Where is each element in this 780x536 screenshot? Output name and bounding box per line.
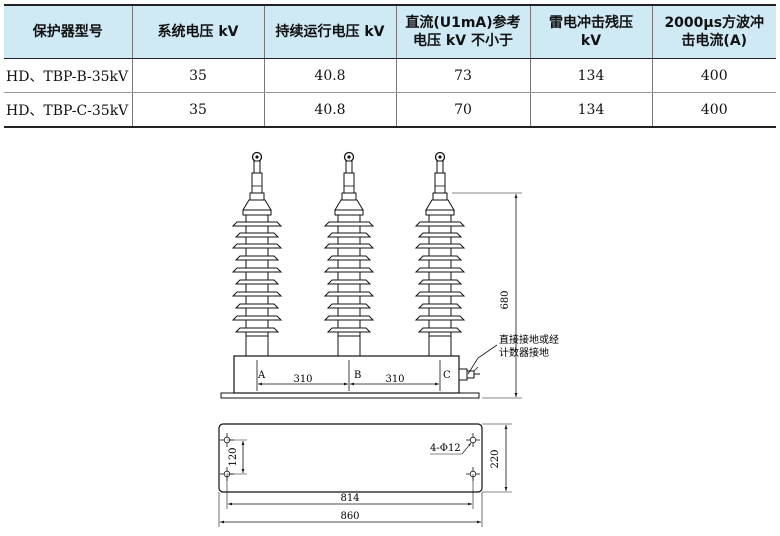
cell-continuous-voltage: 40.8 (263, 58, 396, 93)
phase-label-b: B (354, 370, 361, 381)
table-header-row: 保护器型号 系统电压 kV 持续运行电压 kV 直流(U1mA)参考电压 kV … (4, 4, 776, 59)
cell-system-voltage: 35 (131, 58, 264, 93)
dimension-a-b: 310 (293, 374, 312, 385)
cell-continuous-voltage: 40.8 (263, 92, 396, 128)
cell-dc-reference: 70 (395, 92, 530, 128)
phase-label-a: A (257, 370, 266, 381)
mounting-holes (220, 433, 480, 481)
ground-note-line2: 计数器接地 (499, 346, 549, 359)
inner-height-dimension: 120 (228, 447, 239, 466)
phase-label-c: C (443, 370, 451, 381)
base-plate (220, 392, 480, 399)
outer-height-dimension: 220 (490, 449, 501, 468)
ground-terminal (458, 368, 468, 381)
spec-table: 保护器型号 系统电压 kV 持续运行电压 kV 直流(U1mA)参考电压 kV … (4, 4, 776, 128)
header-square-wave-current: 2000μs方波冲击电流(A) (651, 4, 776, 59)
insulator-a (232, 151, 282, 357)
base-plan-view (218, 423, 483, 493)
header-dc-reference-voltage: 直流(U1mA)参考电压 kV 不小于 (395, 4, 530, 59)
header-model: 保护器型号 (4, 4, 132, 59)
cell-square-wave-current: 400 (651, 58, 776, 93)
header-system-voltage: 系统电压 kV (131, 4, 264, 59)
dimension-b-c: 310 (385, 374, 404, 385)
header-continuous-voltage: 持续运行电压 kV (263, 4, 396, 59)
ground-note-line1: 直接接地或经 (499, 333, 559, 346)
cell-model: HD、TBP-C-35kV (4, 92, 132, 128)
table-row: HD、TBP-C-35kV 35 40.8 70 134 400 (4, 92, 776, 128)
table-row: HD、TBP-B-35kV 35 40.8 73 134 400 (4, 58, 776, 93)
hole-callout: 4-Φ12 (430, 443, 461, 454)
cell-system-voltage: 35 (131, 92, 264, 128)
height-dimension: 680 (500, 290, 511, 309)
insulator-b (324, 151, 374, 357)
cell-model: HD、TBP-B-35kV (4, 58, 132, 93)
cell-lightning-residual: 134 (529, 58, 652, 93)
insulator-c (415, 151, 465, 357)
cell-dc-reference: 73 (395, 58, 530, 93)
cell-square-wave-current: 400 (651, 92, 776, 128)
outer-width-dimension: 860 (340, 511, 359, 522)
inner-width-dimension: 814 (340, 493, 359, 504)
base-housing (233, 355, 460, 394)
cell-lightning-residual: 134 (529, 92, 652, 128)
